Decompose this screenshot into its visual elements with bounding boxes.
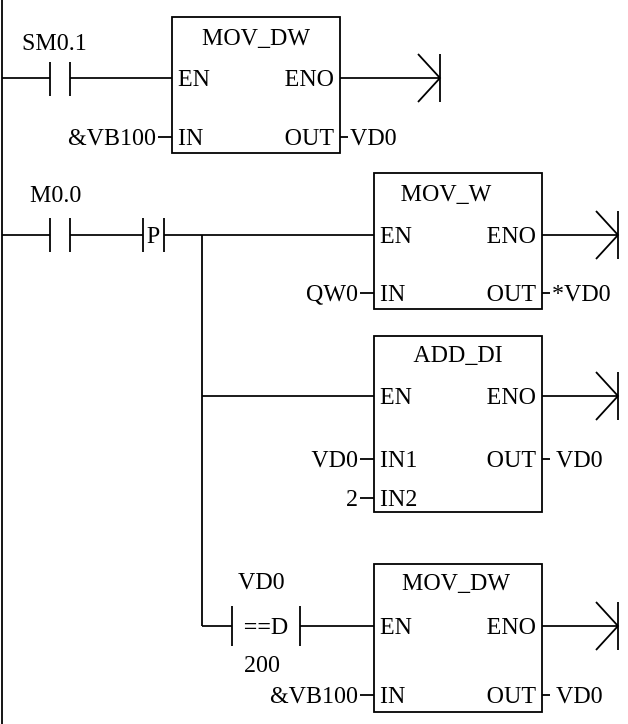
pin-out: OUT bbox=[487, 447, 537, 473]
pin-en: EN bbox=[178, 66, 210, 92]
add-di-box[interactable]: ADD_DI EN ENO IN1 OUT IN2 bbox=[373, 335, 543, 513]
compare-contact[interactable]: ==D bbox=[231, 606, 301, 646]
in-operand: &VB100 bbox=[270, 683, 358, 709]
contact-m0-0-label: M0.0 bbox=[30, 182, 81, 208]
rung-2: M0.0 P MOV_W EN ENO IN OUT QW0 *VD0 bbox=[2, 172, 620, 713]
pin-en: EN bbox=[380, 223, 412, 249]
positive-edge-contact[interactable]: P bbox=[142, 218, 165, 252]
in-operand: &VB100 bbox=[68, 125, 156, 151]
pin-en: EN bbox=[380, 614, 412, 640]
compare-top-operand: VD0 bbox=[238, 569, 285, 595]
in-operand: QW0 bbox=[306, 281, 358, 307]
pin-in: IN bbox=[380, 281, 405, 307]
out-operand: VD0 bbox=[556, 683, 603, 709]
pin-in1: IN1 bbox=[380, 447, 417, 473]
rung-1: SM0.1 MOV_DW EN ENO IN OUT &VB100 VD0 bbox=[2, 16, 442, 154]
out-operand: VD0 bbox=[556, 447, 603, 473]
pin-eno: ENO bbox=[487, 223, 536, 249]
in2-operand: 2 bbox=[346, 486, 358, 512]
out-operand: VD0 bbox=[350, 125, 397, 151]
compare-operator: ==D bbox=[244, 614, 288, 640]
mov-w-box[interactable]: MOV_W EN ENO IN OUT bbox=[373, 172, 543, 310]
out-operand: *VD0 bbox=[552, 281, 611, 307]
box-title: MOV_W bbox=[401, 181, 492, 207]
box-title: MOV_DW bbox=[202, 25, 310, 51]
contact-sm0-1-label: SM0.1 bbox=[22, 30, 87, 56]
edge-label: P bbox=[147, 223, 160, 249]
pin-out: OUT bbox=[285, 125, 335, 151]
in1-operand: VD0 bbox=[311, 447, 358, 473]
pin-eno: ENO bbox=[285, 66, 334, 92]
pin-eno: ENO bbox=[487, 384, 536, 410]
contact-sm0-1[interactable] bbox=[49, 62, 71, 96]
box-title: ADD_DI bbox=[413, 342, 502, 368]
box-title: MOV_DW bbox=[402, 570, 510, 596]
pin-in: IN bbox=[178, 125, 203, 151]
mov-dw-box-1[interactable]: MOV_DW EN ENO IN OUT bbox=[171, 16, 341, 154]
contact-m0-0[interactable] bbox=[49, 218, 71, 252]
pin-in2: IN2 bbox=[380, 486, 417, 512]
pin-en: EN bbox=[380, 384, 412, 410]
mov-dw-box-2[interactable]: MOV_DW EN ENO IN OUT bbox=[373, 563, 543, 713]
pin-eno: ENO bbox=[487, 614, 536, 640]
pin-out: OUT bbox=[487, 281, 537, 307]
pin-out: OUT bbox=[487, 683, 537, 709]
compare-bottom-operand: 200 bbox=[244, 652, 280, 678]
pin-in: IN bbox=[380, 683, 405, 709]
